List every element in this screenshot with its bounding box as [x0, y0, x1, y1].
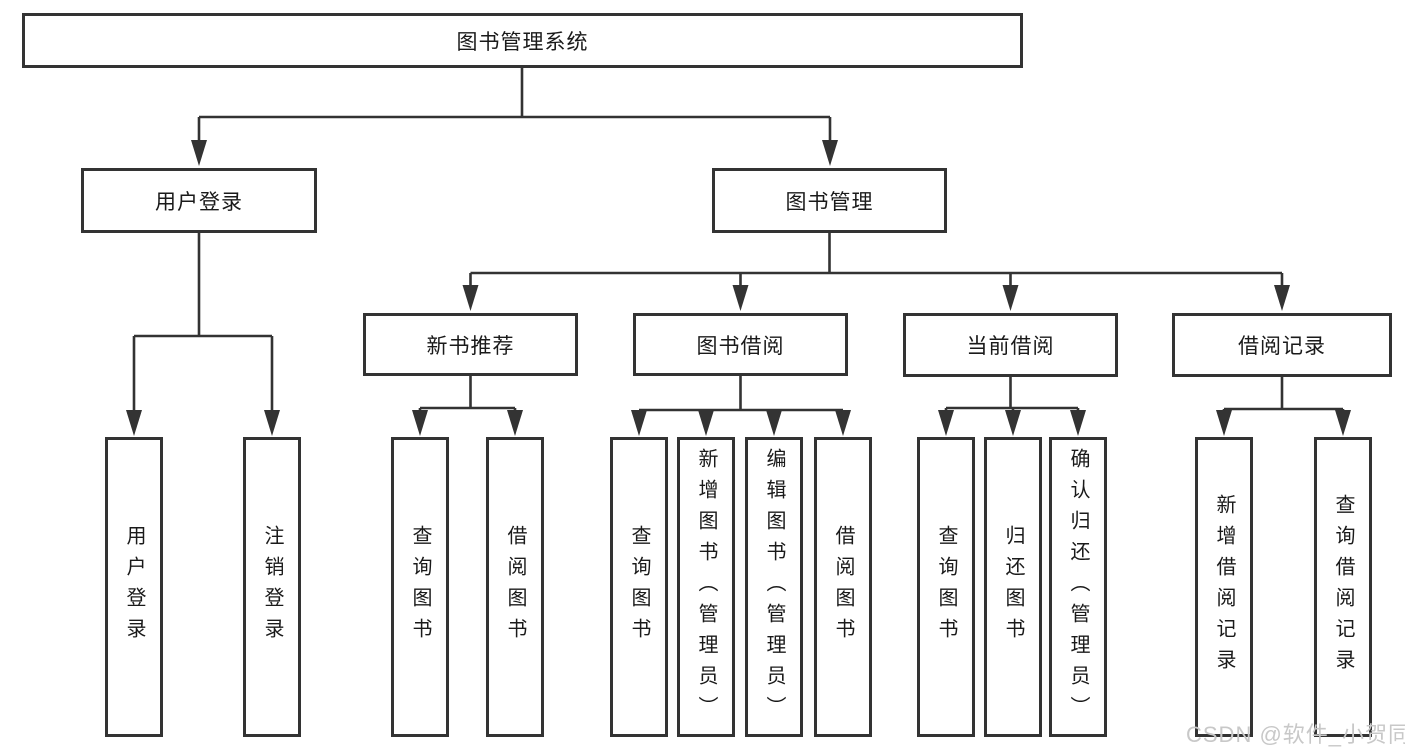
node-label: 新书推荐 [426, 334, 515, 358]
leaf-add-borrow-record: 新增借阅记录 [1195, 437, 1253, 737]
leaf-borrow-books: 借阅图书 [814, 437, 872, 737]
node-label: 当前借阅 [966, 335, 1055, 358]
leaf-label: 查询图书 [628, 525, 650, 649]
leaf-label: 注销登录 [261, 525, 283, 649]
node-label: 图书管理系统 [456, 30, 589, 54]
node-new-book-recommend: 新书推荐 [363, 313, 578, 376]
node-library-management-system: 图书管理系统 [22, 13, 1023, 68]
leaf-label: 查询借阅记录 [1332, 494, 1354, 680]
leaf-label: 借阅图书 [832, 525, 854, 649]
leaf-label: 查询图书 [935, 525, 957, 649]
leaf-query-books-current: 查询图书 [917, 437, 975, 737]
leaf-edit-books-admin: 编辑图书（管理员） [745, 437, 803, 737]
leaf-label: 归还图书 [1002, 525, 1024, 649]
leaf-add-books-admin: 新增图书（管理员） [677, 437, 735, 737]
node-book-borrowing: 图书借阅 [633, 313, 848, 376]
leaf-label: 确认归还（管理员） [1067, 447, 1089, 727]
leaf-label: 用户登录 [123, 525, 145, 649]
leaf-query-books-borrowing: 查询图书 [610, 437, 668, 737]
node-label: 图书借阅 [696, 334, 785, 358]
leaf-label: 新增借阅记录 [1213, 494, 1235, 680]
leaf-user-login: 用户登录 [105, 437, 163, 737]
leaf-label: 编辑图书（管理员） [763, 447, 785, 727]
node-label: 用户登录 [155, 190, 243, 214]
leaf-query-borrow-record: 查询借阅记录 [1314, 437, 1372, 737]
node-current-borrowing: 当前借阅 [903, 313, 1118, 377]
csdn-watermark: CSDN @软件_小贺同学 [1186, 722, 1405, 747]
leaf-return-books: 归还图书 [984, 437, 1042, 737]
leaf-query-books-recommend: 查询图书 [391, 437, 449, 737]
node-user-login-branch: 用户登录 [81, 168, 317, 233]
leaf-borrow-books-recommend: 借阅图书 [486, 437, 544, 737]
node-label: 图书管理 [785, 190, 874, 214]
node-label: 借阅记录 [1238, 335, 1326, 358]
leaf-label: 查询图书 [409, 525, 431, 649]
leaf-label: 借阅图书 [504, 525, 526, 649]
node-book-management-branch: 图书管理 [712, 168, 947, 233]
node-borrow-records: 借阅记录 [1172, 313, 1392, 377]
leaf-label: 新增图书（管理员） [695, 447, 717, 727]
leaf-logout: 注销登录 [243, 437, 301, 737]
leaf-confirm-return-admin: 确认归还（管理员） [1049, 437, 1107, 737]
